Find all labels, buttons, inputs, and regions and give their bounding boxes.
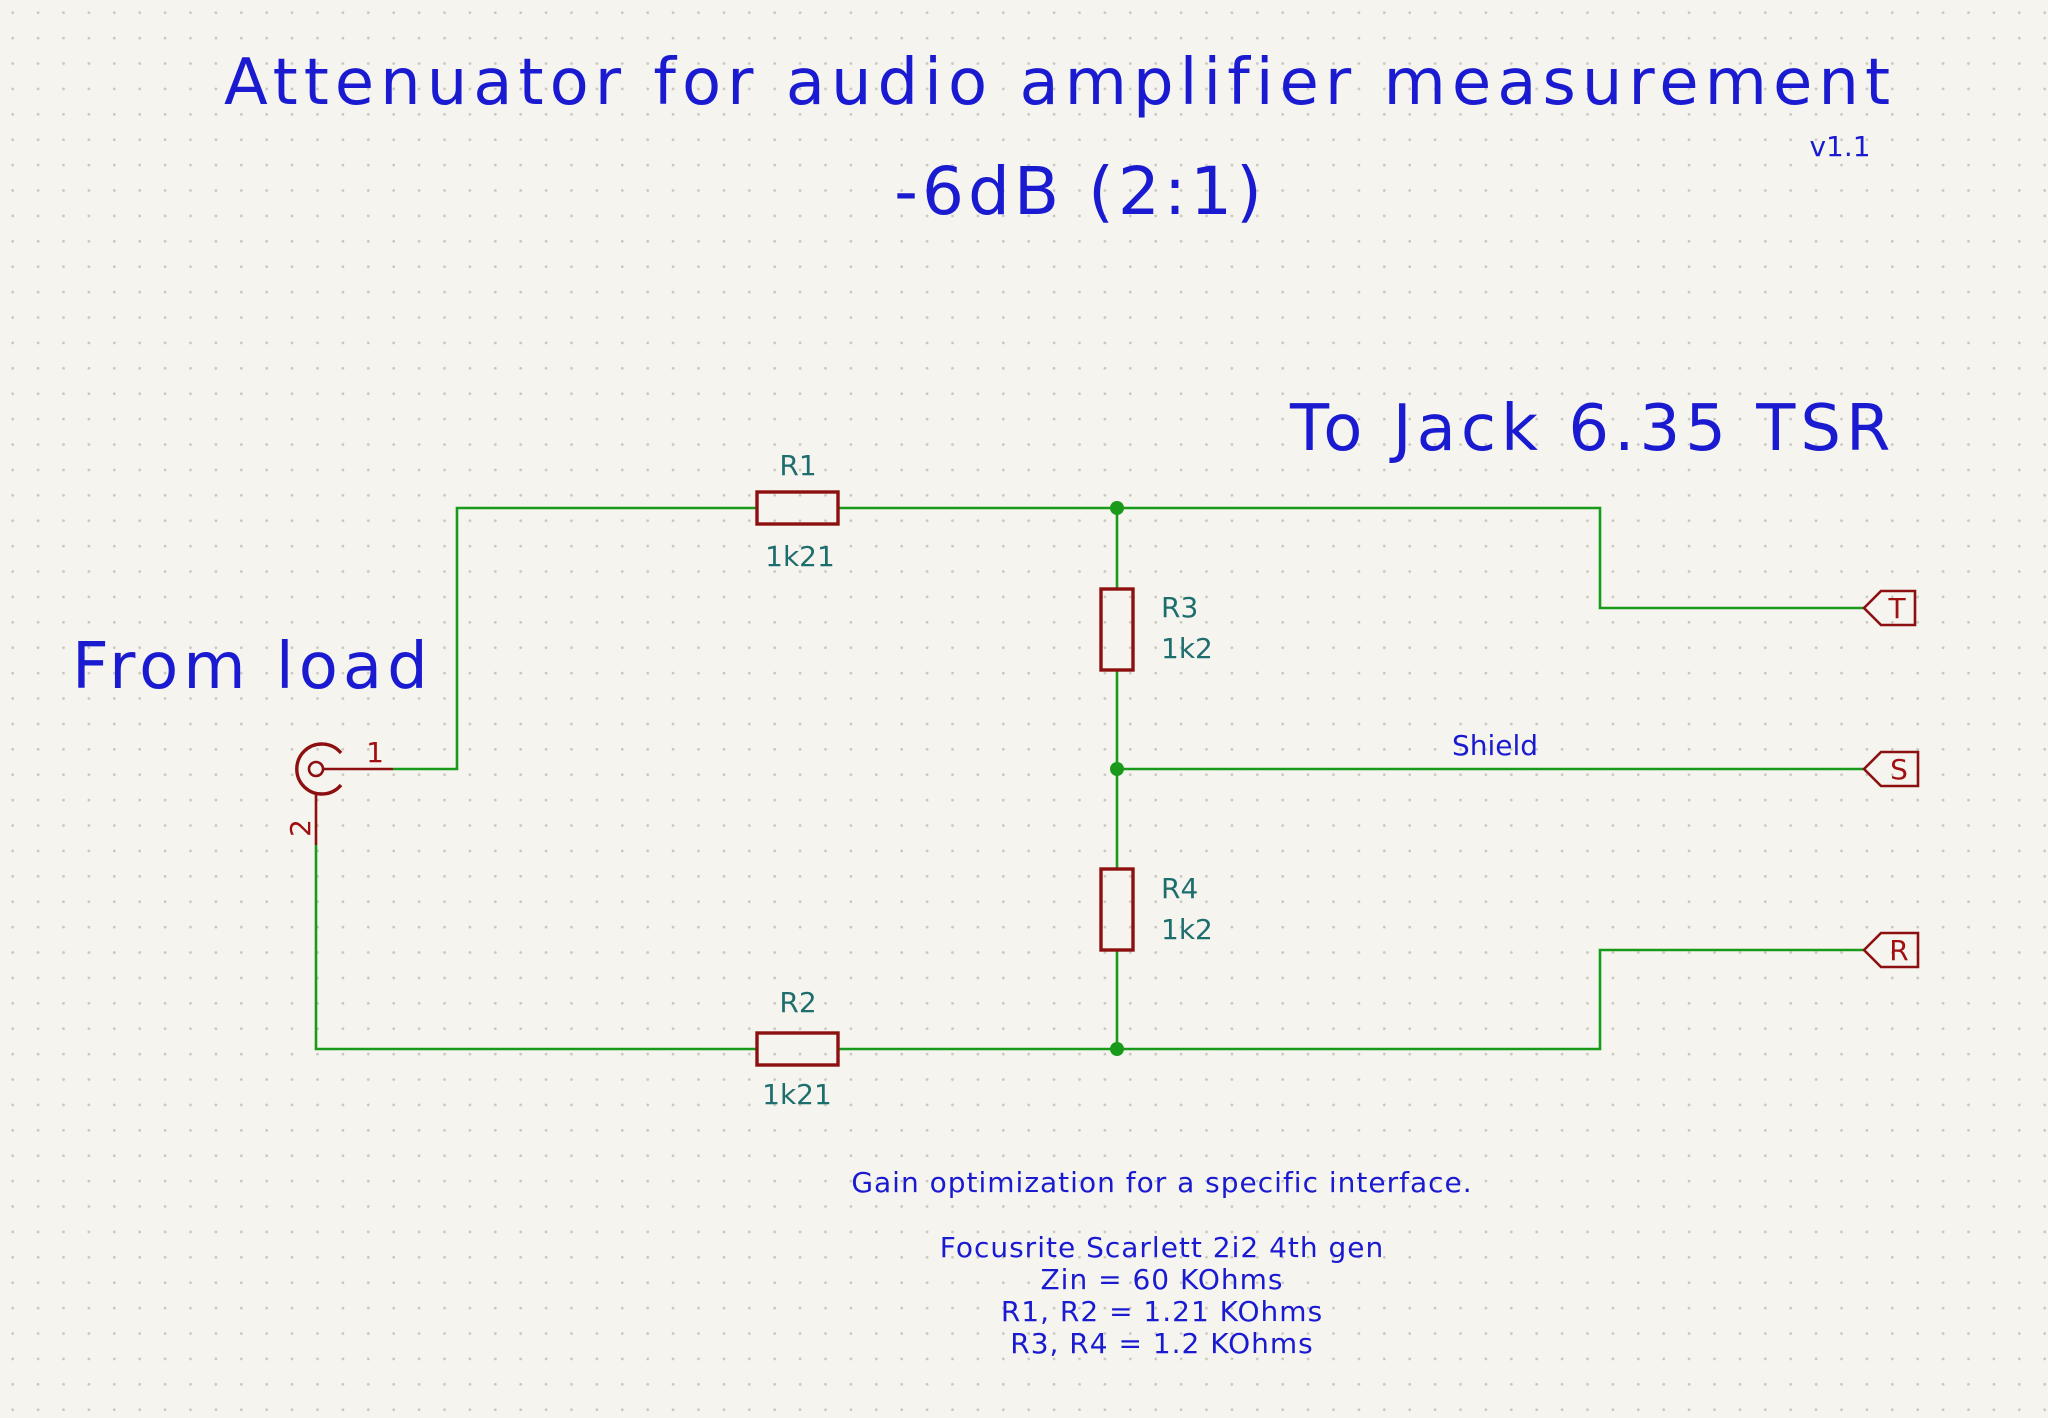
version-label: v1.1 [1809,130,1870,163]
resistor-icon [755,1031,840,1067]
note-line-4: R1, R2 = 1.21 KOhms [1001,1295,1323,1328]
r2-ref: R2 [779,986,816,1019]
from-load-label: From load [72,630,433,704]
hierarchical-label-icon [1862,589,1917,627]
note-line-1: Gain optimization for a specific interfa… [851,1166,1472,1199]
note-line-5: R3, R4 = 1.2 KOhms [1010,1327,1314,1360]
resistor-r1[interactable]: R1 1k21 [755,449,840,573]
port-r-label: R [1889,934,1908,967]
shield-net-label: Shield [1452,729,1538,762]
title-main: Attenuator for audio amplifier measureme… [224,46,1896,120]
notes-block: Gain optimization for a specific interfa… [851,1166,1472,1360]
coaxial-connector-icon [295,742,393,845]
resistor-r2[interactable]: R2 1k21 [755,986,840,1111]
r4-value: 1k2 [1161,913,1213,946]
port-s[interactable]: S [1862,750,1920,788]
hierarchical-label-icon [1862,750,1920,788]
r1-value: 1k21 [765,540,835,573]
connector-pin1-label: 1 [366,736,384,769]
connector-pin2-label: 2 [284,819,317,837]
junction-middle [1110,762,1124,776]
junction-bottom [1110,1042,1124,1056]
hierarchical-label-icon [1862,931,1920,969]
to-jack-label: To Jack 6.35 TSR [1289,392,1895,466]
resistor-r4[interactable]: R4 1k2 [1099,867,1213,952]
r3-ref: R3 [1161,591,1198,624]
r1-ref: R1 [779,449,816,482]
title-subtitle: -6dB (2:1) [894,153,1266,230]
resistor-icon [755,490,840,526]
port-s-label: S [1890,753,1908,786]
r2-value: 1k21 [762,1078,832,1111]
port-t[interactable]: T [1862,589,1917,627]
junction-top [1110,501,1124,515]
port-t-label: T [1887,592,1906,625]
port-r[interactable]: R [1862,931,1920,969]
resistor-icon [1099,867,1135,952]
resistor-icon [1099,587,1135,672]
r3-value: 1k2 [1161,632,1213,665]
coaxial-connector[interactable]: 1 2 [284,736,393,845]
note-line-3: Zin = 60 KOhms [1041,1263,1284,1296]
resistor-r3[interactable]: R3 1k2 [1099,587,1213,672]
note-line-2: Focusrite Scarlett 2i2 4th gen [940,1231,1385,1264]
wires [314,506,1864,1051]
r4-ref: R4 [1161,872,1198,905]
